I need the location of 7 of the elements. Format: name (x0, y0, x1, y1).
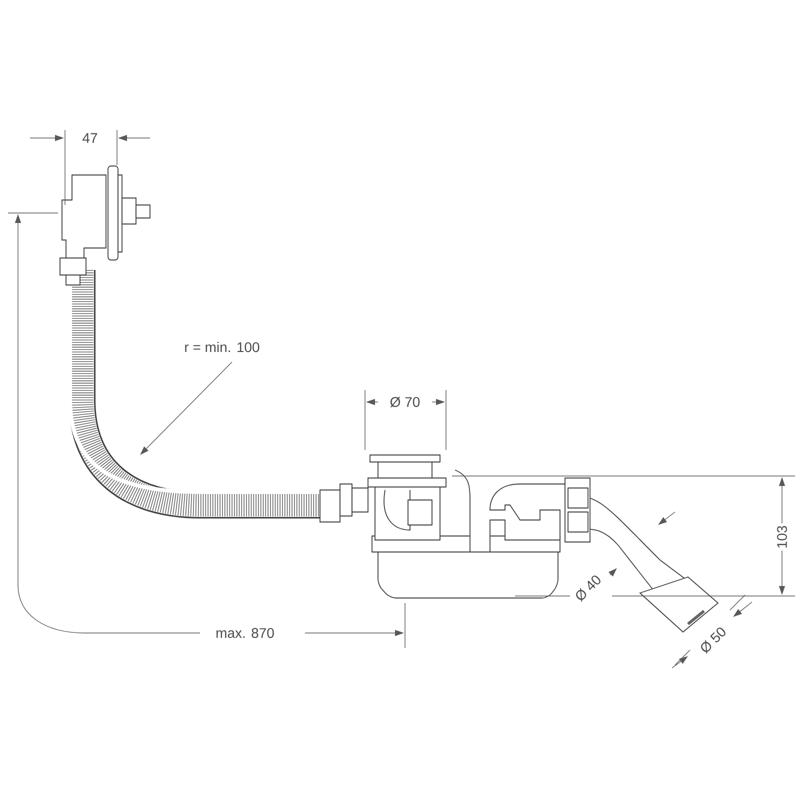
dimension-label: 103 (775, 523, 789, 551)
dimension-label: Ø 70 (388, 394, 422, 410)
dimension-label: 47 (80, 131, 100, 145)
dimension-label: Ø 40 (570, 570, 606, 606)
dimension-label: r = min. 100 (182, 340, 262, 354)
dimension-label: Ø 50 (696, 622, 730, 658)
dimension-label: max. 870 (214, 626, 276, 640)
